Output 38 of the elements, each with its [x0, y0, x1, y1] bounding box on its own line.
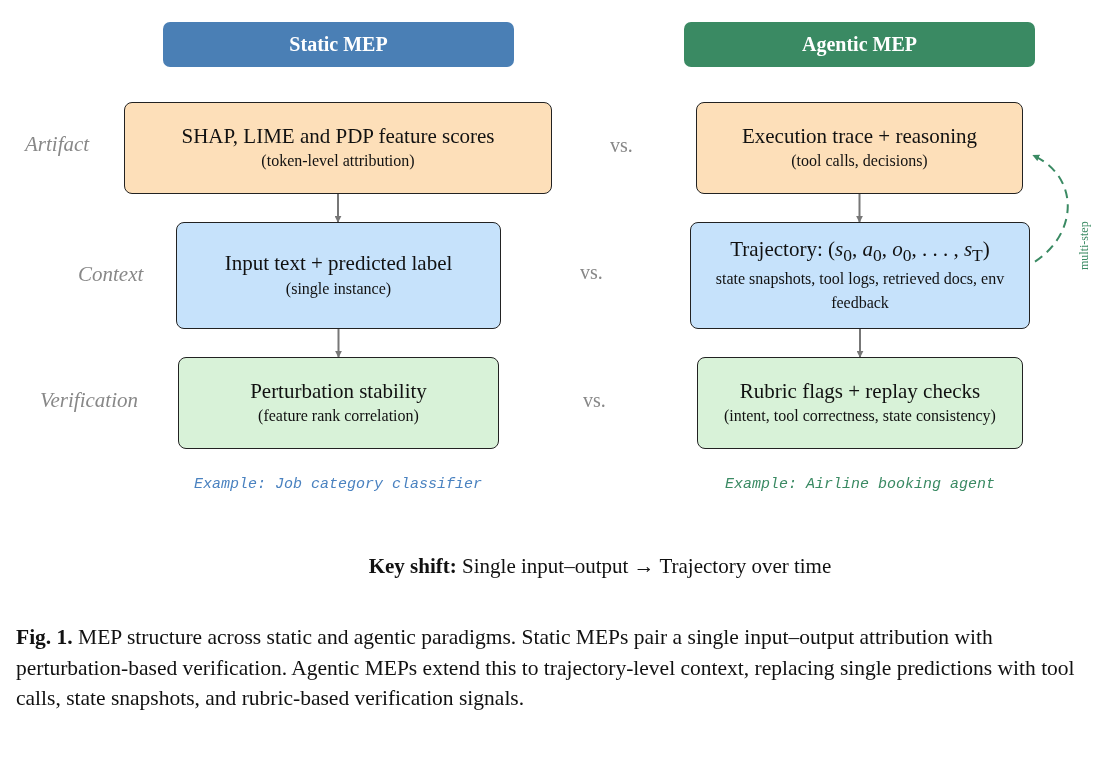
arrow	[856, 193, 863, 223]
box-subtitle: state snapshots, tool logs, retrieved docs, env feedback	[714, 269, 1006, 314]
row-label: Artifact	[25, 132, 90, 157]
header-band	[163, 22, 514, 67]
context-box	[690, 222, 1030, 329]
header-band	[684, 22, 1035, 67]
artifact-box	[124, 102, 552, 194]
vs-label: vs.	[610, 134, 633, 157]
box-subtitle: (token-level attribution)	[261, 151, 415, 172]
edge-label: multi-step	[1077, 221, 1092, 270]
vs-label: vs.	[580, 261, 603, 284]
box-subtitle: (feature rank correlation)	[258, 406, 419, 427]
verification-box	[178, 357, 499, 449]
example-note: Example: Airline booking agent	[725, 476, 995, 493]
box-title: SHAP, LIME and PDP feature scores	[181, 122, 495, 150]
key-shift-note: Key shift: Single input–output → Trajectory over time	[368, 554, 832, 579]
box-title: Rubric flags + replay checks	[739, 377, 981, 405]
row-label: Context	[78, 262, 144, 287]
arrow	[334, 193, 342, 223]
artifact-box	[696, 102, 1023, 194]
box-subtitle: (intent, tool correctness, state consistency)	[724, 406, 996, 427]
vs-label: vs.	[583, 389, 606, 412]
example-note: Example: Job category classifier	[194, 476, 482, 493]
box-subtitle: (single instance)	[285, 278, 392, 300]
verification-box	[697, 357, 1023, 449]
arrow	[856, 328, 864, 358]
box-title: Perturbation stability	[250, 377, 427, 405]
header-text: Static MEP	[289, 33, 388, 56]
context-box	[176, 222, 501, 329]
box-title: Input text + predicted label	[224, 250, 453, 277]
box-title: Execution trace + reasoning	[741, 122, 978, 150]
header-text: Agentic MEP	[802, 33, 917, 56]
box-title: Trajectory: (s$_{0}$, a$_{0}$, o$_{0}$, . . . , s$_{T}$)	[730, 235, 990, 268]
figure-caption: Fig. 1. MEP structure across static and agentic paradigms. Static MEPs pair a single input–output attribution with perturbation-based verification. Agentic MEPs extend this to trajectory-level context, replacing single predictions with tool calls, state snapshots, and rubric-based verification signals.	[16, 624, 1076, 713]
arrow	[335, 328, 342, 358]
row-label: Verification	[40, 388, 138, 413]
arrow	[1032, 154, 1069, 263]
box-subtitle: (tool calls, decisions)	[791, 151, 928, 172]
